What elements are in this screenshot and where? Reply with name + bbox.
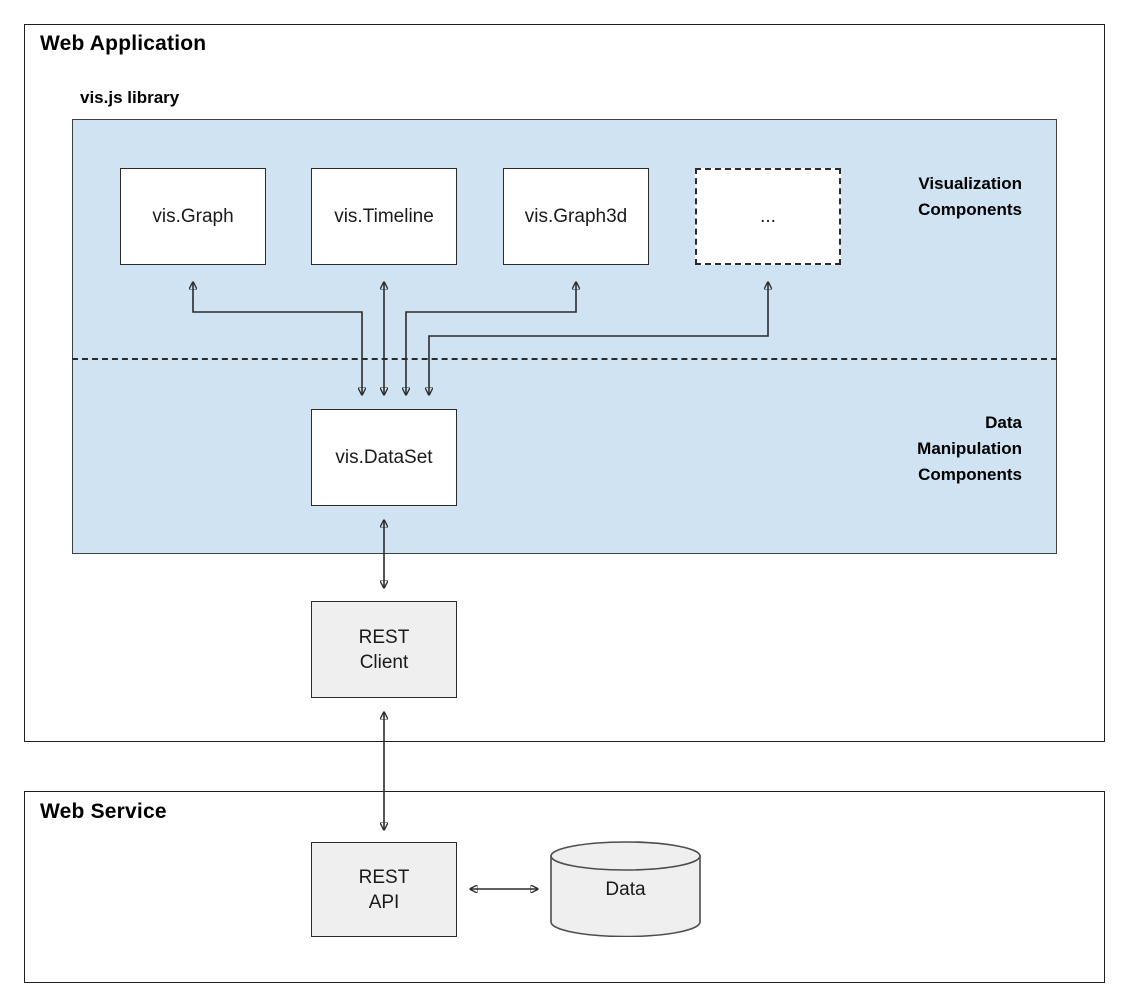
node-vis-dataset[interactable]: vis.DataSet	[311, 409, 457, 506]
node-data-store[interactable]: Data	[550, 841, 701, 938]
web-service-title: Web Service	[40, 800, 167, 823]
node-vis-graph3d[interactable]: vis.Graph3d	[503, 168, 649, 265]
panel-divider	[72, 358, 1057, 360]
node-more-components[interactable]: ...	[695, 168, 841, 265]
node-rest-api[interactable]: REST API	[311, 842, 457, 937]
data-store-label: Data	[605, 879, 646, 900]
web-application-title: Web Application	[40, 32, 207, 55]
node-vis-timeline[interactable]: vis.Timeline	[311, 168, 457, 265]
node-rest-client[interactable]: REST Client	[311, 601, 457, 698]
visualization-components-label: Visualization Components	[918, 174, 1022, 219]
vis-js-library-title: vis.js library	[80, 88, 180, 107]
cylinder-shape	[550, 841, 701, 938]
data-manipulation-components-label: Data Manipulation Components	[917, 413, 1022, 484]
node-vis-graph[interactable]: vis.Graph	[120, 168, 266, 265]
